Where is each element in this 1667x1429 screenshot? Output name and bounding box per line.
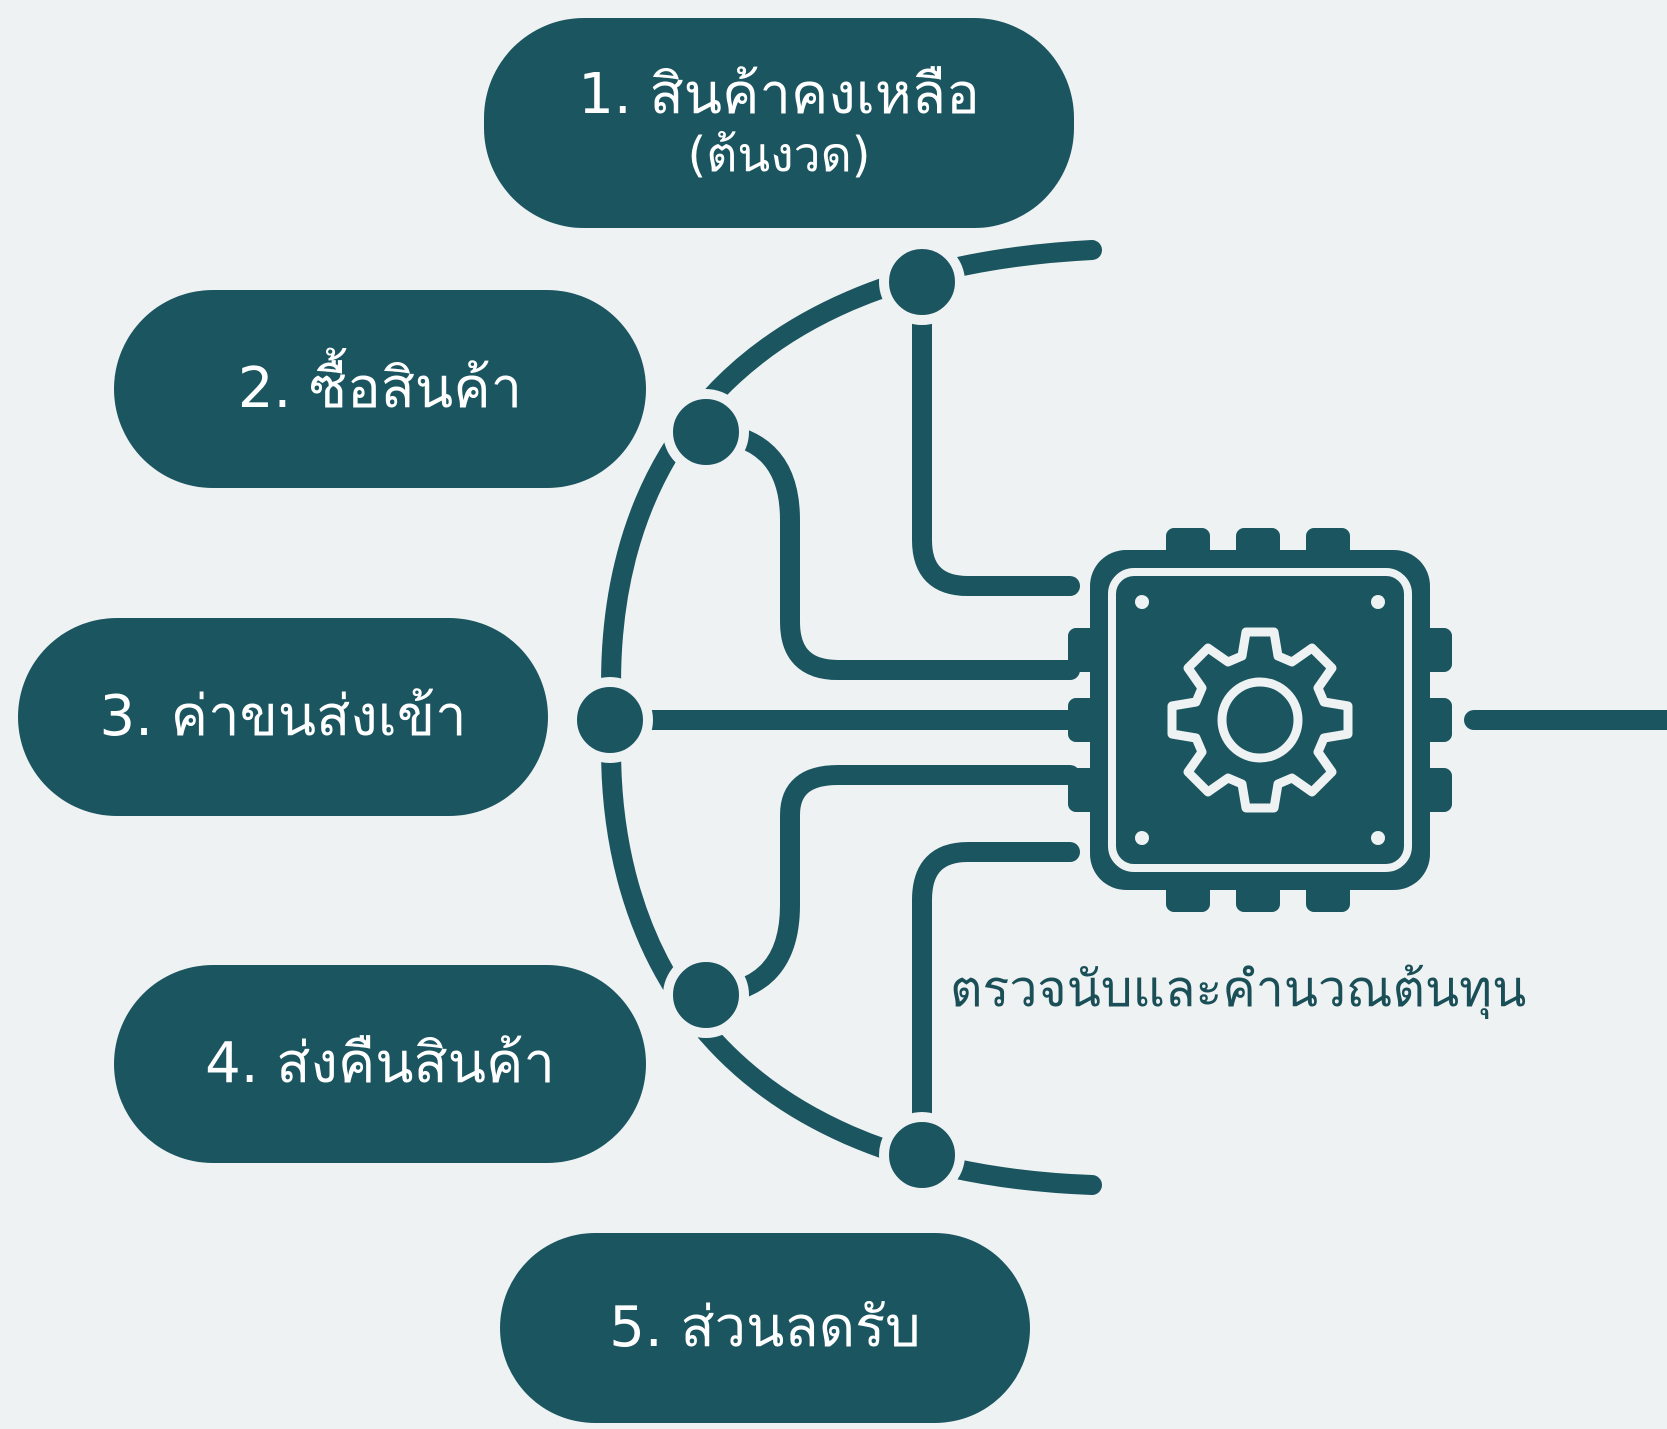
input-pill-4: 4. ส่งคืนสินค้า bbox=[114, 965, 646, 1163]
input-pill-5: 5. ส่วนลดรับ bbox=[500, 1233, 1030, 1423]
input-1-label: 1. สินค้าคงเหลือ bbox=[578, 62, 980, 128]
node-2 bbox=[663, 389, 749, 475]
chip-gear-icon bbox=[1068, 528, 1452, 912]
node-1 bbox=[879, 239, 965, 325]
input-2-label: 2. ซื้อสินค้า bbox=[237, 355, 523, 421]
junction-nodes bbox=[567, 239, 965, 1198]
node-5 bbox=[879, 1112, 965, 1198]
connector-2 bbox=[690, 422, 1080, 680]
input-3-label: 3. ค่าขนส่งเข้า bbox=[99, 683, 467, 749]
input-5-label: 5. ส่วนลดรับ bbox=[609, 1294, 921, 1360]
node-4 bbox=[663, 952, 749, 1038]
connector-5 bbox=[912, 842, 1080, 1150]
input-pill-1: 1. สินค้าคงเหลือ (ต้นงวด) bbox=[484, 18, 1074, 228]
input-pill-2: 2. ซื้อสินค้า bbox=[114, 290, 646, 488]
connector-1 bbox=[912, 290, 1080, 596]
process-label: ตรวจนับและคำนวณต้นทุน bbox=[950, 960, 1527, 1018]
node-3 bbox=[567, 677, 653, 763]
input-4-label: 4. ส่งคืนสินค้า bbox=[205, 1030, 555, 1096]
gear-icon bbox=[1167, 627, 1353, 813]
input-pill-3: 3. ค่าขนส่งเข้า bbox=[18, 618, 548, 816]
input-1-sublabel: (ต้นงวด) bbox=[687, 126, 871, 183]
